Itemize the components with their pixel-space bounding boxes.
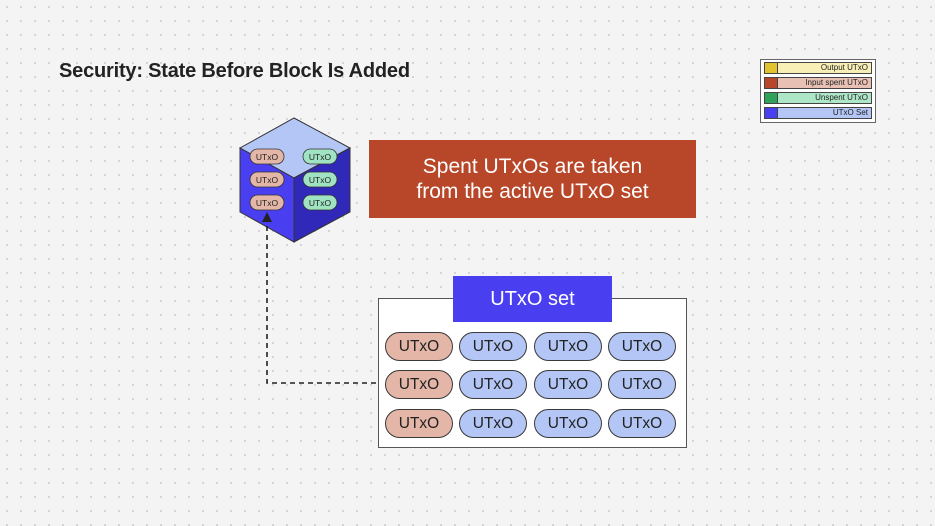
legend-item-utxo-set: UTxO Set: [764, 107, 872, 119]
utxo-in-set: UTxO: [459, 409, 527, 438]
block-utxo-unspent: UTxO: [302, 194, 338, 211]
utxo-in-set: UTxO: [459, 332, 527, 361]
arrow-head-icon: [262, 212, 272, 222]
utxo-in-set: UTxO: [459, 370, 527, 399]
utxo-in-set: UTxO: [608, 409, 676, 438]
svg-text:UTxO: UTxO: [309, 152, 332, 162]
block-utxo-spent: UTxO: [249, 148, 285, 165]
utxo-in-set: UTxO: [534, 332, 602, 361]
legend-item-input-spent-utxo: Input spent UTxO: [764, 77, 872, 89]
legend-label: UTxO Set: [832, 108, 868, 117]
spent-link-arrow: [262, 212, 385, 384]
explanation-callout: Spent UTxOs are taken from the active UT…: [369, 140, 696, 218]
legend: Output UTxO Input spent UTxO Unspent UTx…: [760, 59, 876, 123]
utxo-in-set: UTxO: [534, 370, 602, 399]
legend-label: Input spent UTxO: [805, 78, 868, 87]
callout-line: Spent UTxOs are taken: [422, 155, 643, 178]
callout-line: from the active UTxO set: [416, 180, 649, 203]
page-title: Security: State Before Block Is Added: [59, 60, 410, 82]
legend-swatch-output-utxo: [765, 63, 778, 73]
block-cube: UTxO UTxO UTxO UTxO UTxO UTxO: [238, 117, 352, 243]
block-utxo-spent: UTxO: [249, 171, 285, 188]
legend-item-output-utxo: Output UTxO: [764, 62, 872, 74]
legend-item-unspent-utxo: Unspent UTxO: [764, 92, 872, 104]
utxo-in-set: UTxO: [608, 332, 676, 361]
svg-text:UTxO: UTxO: [256, 175, 279, 185]
legend-swatch-unspent-utxo: [765, 93, 778, 103]
utxo-in-set: UTxO: [534, 409, 602, 438]
utxo-spent: UTxO: [385, 409, 453, 438]
legend-label: Unspent UTxO: [815, 93, 868, 102]
utxo-set-title: UTxO set: [453, 276, 612, 322]
legend-label: Output UTxO: [820, 63, 868, 72]
utxo-in-set: UTxO: [608, 370, 676, 399]
legend-swatch-utxo-set: [765, 108, 778, 118]
legend-swatch-input-spent-utxo: [765, 78, 778, 88]
svg-text:UTxO: UTxO: [256, 152, 279, 162]
utxo-spent: UTxO: [385, 370, 453, 399]
block-utxo-unspent: UTxO: [302, 148, 338, 165]
block-utxo-spent: UTxO: [249, 194, 285, 211]
svg-text:UTxO: UTxO: [309, 175, 332, 185]
block-utxo-unspent: UTxO: [302, 171, 338, 188]
utxo-spent: UTxO: [385, 332, 453, 361]
svg-text:UTxO: UTxO: [256, 198, 279, 208]
svg-text:UTxO: UTxO: [309, 198, 332, 208]
